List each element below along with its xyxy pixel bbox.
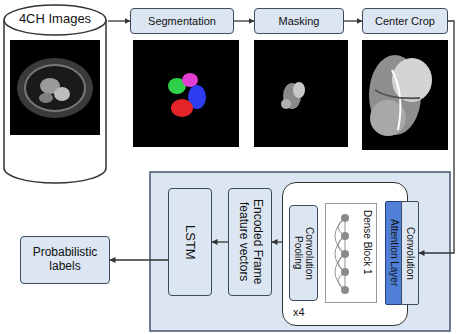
node-label: Segmentation: [148, 15, 216, 28]
node-label: LSTM: [183, 225, 198, 260]
process-box: Center Crop: [362, 8, 448, 34]
node-label: x4: [293, 306, 305, 319]
flow-arrow: [344, 20, 362, 21]
process-box: Masking: [254, 8, 344, 34]
node-label: Masking: [279, 15, 320, 28]
node-label: Center Crop: [375, 15, 435, 28]
node-label: Convolution Pooling: [292, 209, 315, 297]
flow-arrow: [272, 241, 282, 242]
flow-arrow: [419, 21, 454, 253]
database-cylinder: 4CH Images: [2, 2, 108, 185]
lstm-box: LSTM: [168, 188, 212, 296]
flow-arrow: [212, 241, 228, 242]
model-panel: [150, 172, 450, 331]
mri-image: [10, 40, 100, 135]
masking-image: [254, 40, 348, 147]
flow-arrow: [234, 20, 254, 21]
segmentation-image: [133, 40, 239, 147]
process-box: Segmentation: [130, 8, 234, 34]
dense-block-graph: [329, 208, 361, 300]
cylinder-shape: [2, 2, 108, 185]
node-label: Encoded Frame feature vectors: [236, 192, 264, 292]
dense-block: Dense Block 1: [325, 203, 377, 303]
flow-arrow: [108, 20, 130, 21]
layer-box: Convolution: [401, 201, 419, 305]
layer-box: Convolution Pooling: [289, 205, 318, 301]
flow-arrow: [110, 259, 168, 260]
node-label: Attention Layer: [388, 219, 400, 286]
center-crop-image: [362, 40, 448, 150]
node-label: Convolution: [404, 227, 416, 280]
output-box: Probabilistic labels: [20, 236, 110, 284]
encoder-box: x4 Convolution Pooling Dense Block 1 Atten…: [282, 182, 408, 326]
node-label: 4CH Images: [19, 12, 91, 27]
node-label: Dense Block 1: [362, 210, 374, 274]
node-label: Probabilistic labels: [24, 246, 106, 274]
feature-box: Encoded Frame feature vectors: [228, 188, 272, 296]
